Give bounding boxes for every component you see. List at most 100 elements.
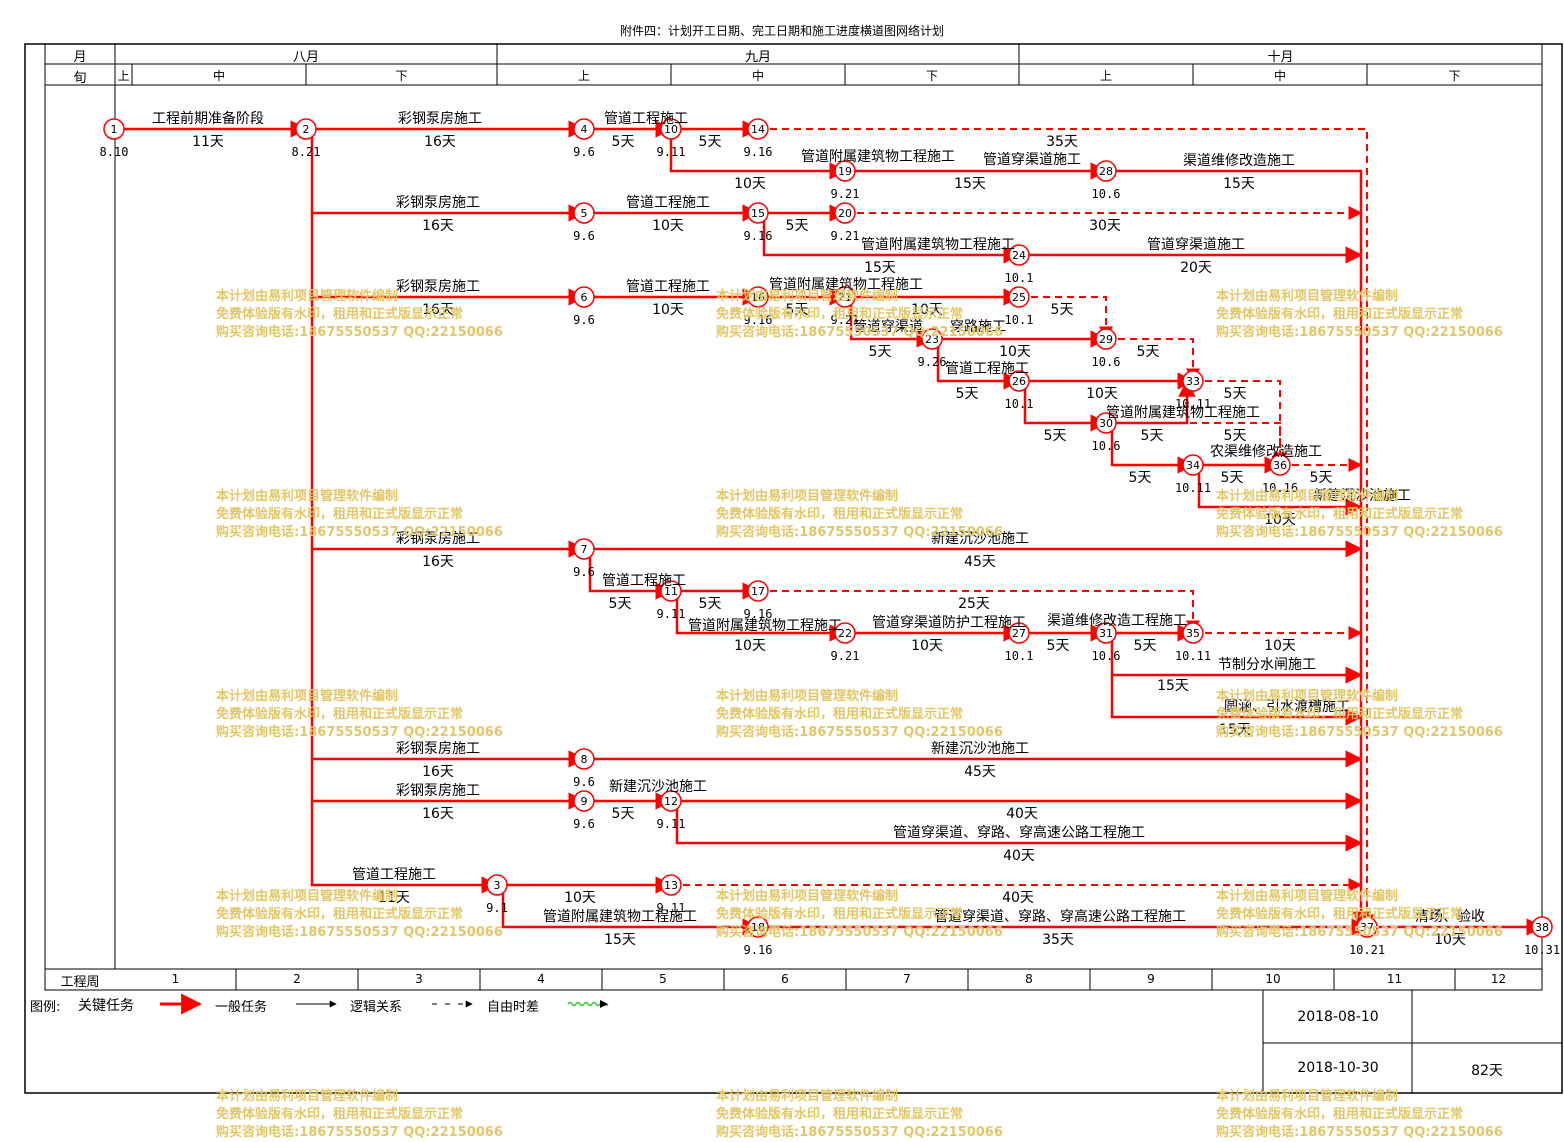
task-duration: 40天 [1006, 806, 1038, 822]
task-duration: 45天 [964, 764, 996, 780]
event-node-21: 219.21 [831, 286, 859, 327]
task-name: 管道附属建筑物工程施工 [688, 618, 842, 634]
svg-text:33: 33 [1186, 375, 1200, 388]
event-node-12: 129.11 [657, 790, 685, 831]
svg-text:10.11: 10.11 [1175, 481, 1211, 495]
watermark-block: 本计划由易利项目管理软件编制免费体验版有水印，租用和正式版显示正常购买咨询电话:… [1216, 889, 1503, 940]
watermark-block: 本计划由易利项目管理软件编制免费体验版有水印，租用和正式版显示正常购买咨询电话:… [216, 289, 503, 340]
task-duration: 11天 [378, 890, 410, 906]
svg-text:13: 13 [664, 879, 678, 892]
task-duration: 10天 [734, 176, 766, 192]
event-node-18: 189.16 [744, 916, 773, 957]
task-arrow [1106, 422, 1287, 467]
event-node-22: 229.21 [831, 622, 860, 663]
watermark-block: 本计划由易利项目管理软件编制免费体验版有水印，租用和正式版显示正常购买咨询电话:… [1216, 489, 1503, 540]
task-duration: 10天 [911, 302, 943, 318]
task-name: 管道工程施工 [352, 867, 436, 883]
task-name: 管道工程施工 [945, 361, 1029, 377]
task-duration: 5天 [1224, 386, 1247, 402]
week-number: 2 [293, 972, 301, 986]
watermark-block: 本计划由易利项目管理软件编制免费体验版有水印，租用和正式版显示正常购买咨询电话:… [716, 1089, 1003, 1140]
task-duration: 10天 [1264, 512, 1296, 528]
task-name: 工程前期准备阶段 [152, 110, 264, 127]
xun-2: 中 [212, 69, 225, 83]
svg-text:9.6: 9.6 [573, 313, 595, 327]
svg-text:9.21: 9.21 [831, 649, 860, 663]
month-aug: 八月 [292, 50, 319, 65]
task-duration: 5天 [1051, 302, 1074, 318]
task-duration: 10天 [1264, 638, 1296, 654]
task-name: 管道附属建筑物工程施工 [801, 149, 955, 165]
task-arrow [1197, 465, 1363, 516]
svg-text:28: 28 [1099, 165, 1113, 178]
watermark-block: 本计划由易利项目管理软件编制免费体验版有水印，租用和正式版显示正常购买咨询电话:… [1216, 1089, 1503, 1140]
svg-text:12: 12 [664, 795, 678, 808]
task-duration: 5天 [1047, 638, 1070, 654]
xun-8: 中 [1273, 69, 1286, 83]
task-name: 新建沉沙池施工 [931, 531, 1029, 547]
svg-text:29: 29 [1099, 333, 1113, 346]
svg-text:38: 38 [1535, 921, 1549, 934]
svg-text:10.1: 10.1 [1005, 271, 1034, 285]
task-duration: 40天 [1002, 890, 1034, 906]
svg-text:9.21: 9.21 [831, 229, 860, 243]
task-duration: 5天 [609, 596, 632, 612]
svg-text:9.16: 9.16 [744, 943, 773, 957]
task-arrow [758, 128, 1374, 929]
task-duration: 15天 [1157, 678, 1189, 694]
watermark-block: 本计划由易利项目管理软件编制免费体验版有水印，租用和正式版显示正常购买咨询电话:… [716, 289, 1003, 340]
task-duration: 5天 [699, 596, 722, 612]
svg-text:10.6: 10.6 [1092, 439, 1121, 453]
svg-text:20: 20 [838, 207, 852, 220]
task-name: 渠道维修改造工程施工 [1047, 613, 1187, 629]
task-name: 圆涵、引水渡槽施工 [1224, 699, 1350, 715]
task-arrow [310, 801, 499, 894]
task-duration: 35天 [1046, 134, 1078, 150]
event-node-33: 33 10.11 [1175, 370, 1211, 411]
task-arrow [675, 801, 1363, 852]
svg-text:21: 21 [838, 291, 852, 304]
task-duration: 25天 [958, 596, 990, 612]
task-duration: 5天 [956, 386, 979, 402]
event-node-16: 169.16 [744, 286, 772, 327]
task-name: 管道附属建筑物工程施工 [543, 909, 697, 925]
task-duration: 5天 [612, 134, 635, 150]
task-duration: 15天 [864, 260, 896, 276]
xun-1: 上 [117, 69, 130, 83]
task-name: 渠道维修改造施工 [1183, 153, 1295, 169]
event-node-5: 59.6 [573, 202, 595, 243]
svg-text:16: 16 [751, 291, 765, 304]
task-name: 彩钢泵房施工 [396, 531, 480, 547]
event-node-4: 49.6 [573, 118, 595, 159]
task-duration: 5天 [612, 806, 635, 822]
task-arrow [762, 213, 1021, 264]
svg-text:30: 30 [1099, 417, 1113, 430]
task-duration: 11天 [192, 134, 224, 150]
task-duration: 20天 [1180, 260, 1212, 276]
task-duration: 15天 [1219, 722, 1251, 738]
chart-title: 附件四：计划开工日期、完工日期和施工进度横道图网络计划 [619, 24, 944, 38]
task-name: 管道穿渠道、穿路、穿高速公路工程施工 [893, 824, 1145, 841]
event-node-11: 119.11 [657, 580, 685, 621]
xun-9: 下 [1448, 69, 1461, 83]
svg-text:10.16: 10.16 [1262, 481, 1298, 495]
svg-text:10.11: 10.11 [1175, 397, 1211, 411]
week-dividers [235, 969, 1456, 990]
event-node-6: 69.6 [573, 286, 595, 327]
legend-free-float: 自由时差 [487, 1000, 540, 1015]
task-name: 节制分水闸施工 [1218, 657, 1316, 673]
week-number: 3 [415, 972, 423, 986]
task-duration: 10天 [1434, 932, 1466, 948]
task-duration: 16天 [422, 554, 454, 570]
svg-text:9.26: 9.26 [918, 355, 947, 369]
week-number: 7 [903, 972, 911, 986]
svg-text:19: 19 [838, 165, 852, 178]
week-number: 11 [1386, 972, 1403, 986]
